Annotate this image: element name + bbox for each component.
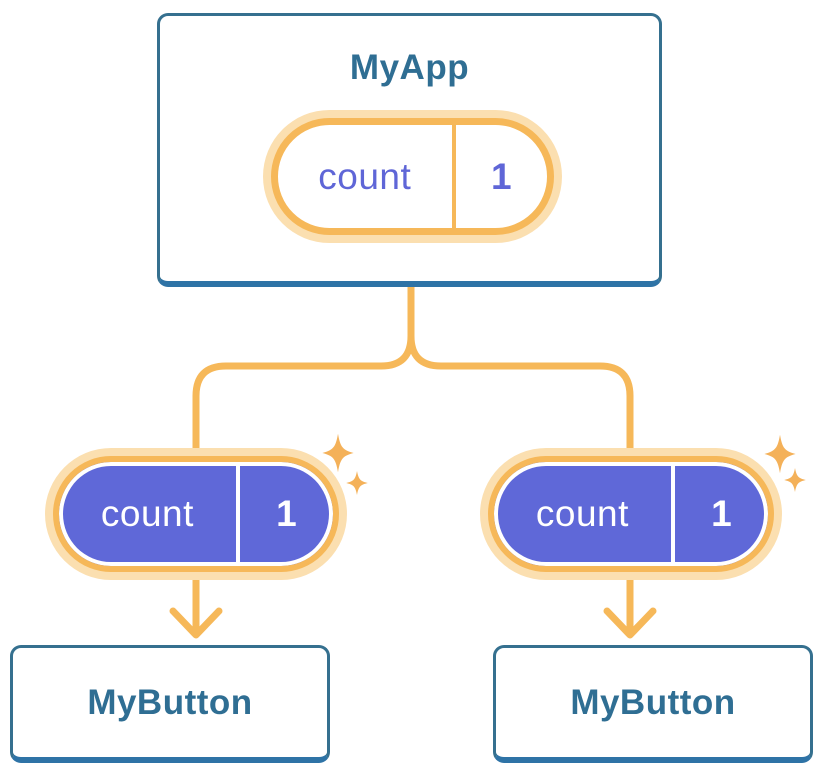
state-value: 1 bbox=[490, 155, 512, 197]
state-pill-root: count 1 bbox=[271, 118, 554, 235]
component-title: MyButton bbox=[570, 682, 736, 722]
component-card-myapp: MyApp bbox=[157, 13, 662, 287]
sparkle-icon bbox=[346, 471, 368, 495]
component-title: MyButton bbox=[87, 682, 253, 722]
pill-divider bbox=[235, 462, 240, 566]
sparkle-icon bbox=[764, 434, 796, 474]
state-pill-left: count 1 bbox=[53, 456, 339, 572]
sparkle-icon bbox=[784, 468, 806, 492]
state-key: count bbox=[535, 493, 629, 534]
component-card-mybutton-left: MyButton bbox=[10, 645, 330, 763]
component-title: MyApp bbox=[349, 48, 470, 87]
state-key: count bbox=[318, 155, 412, 197]
tree-connector-left bbox=[192, 282, 415, 474]
state-pill-right: count 1 bbox=[488, 456, 774, 572]
state-value: 1 bbox=[276, 493, 297, 534]
component-card-mybutton-right: MyButton bbox=[493, 645, 813, 763]
sparkle-icon bbox=[322, 433, 354, 473]
state-key: count bbox=[100, 493, 194, 534]
pill-divider bbox=[670, 462, 675, 566]
tree-connector-right bbox=[407, 282, 634, 474]
state-value: 1 bbox=[711, 493, 732, 534]
pill-divider bbox=[451, 125, 456, 228]
